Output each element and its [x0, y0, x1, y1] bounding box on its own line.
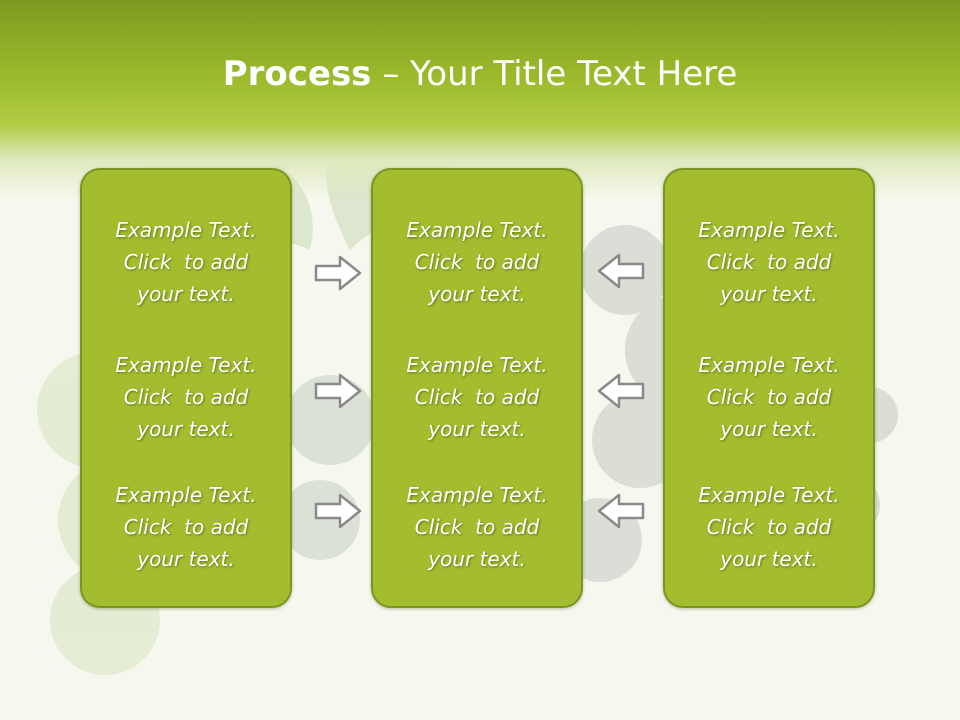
text-line: your text. [137, 282, 235, 306]
process-column-left[interactable]: Example Text. Click to add your text. Ex… [80, 168, 292, 608]
text-line: Click to add [414, 385, 540, 409]
text-line: Click to add [706, 250, 832, 274]
right-arrow-icon [314, 373, 362, 409]
text-line: Click to add [123, 515, 249, 539]
column-text-item[interactable]: Example Text. Click to add your text. [665, 349, 873, 445]
text-line: Example Text. [406, 353, 548, 377]
column-text-item[interactable]: Example Text. Click to add your text. [373, 214, 581, 310]
text-line: Click to add [706, 515, 832, 539]
text-line: Click to add [414, 250, 540, 274]
process-column-right[interactable]: Example Text. Click to add your text. Ex… [663, 168, 875, 608]
header-band [0, 0, 960, 200]
text-line: Example Text. [115, 353, 257, 377]
text-line: Example Text. [406, 218, 548, 242]
text-line: your text. [428, 417, 526, 441]
text-line: Click to add [414, 515, 540, 539]
text-line: Example Text. [698, 353, 840, 377]
text-line: your text. [720, 282, 818, 306]
right-arrow-icon [314, 255, 362, 291]
text-line: your text. [720, 547, 818, 571]
column-text-item[interactable]: Example Text. Click to add your text. [82, 214, 290, 310]
column-text-item[interactable]: Example Text. Click to add your text. [82, 349, 290, 445]
text-line: your text. [137, 547, 235, 571]
text-line: your text. [137, 417, 235, 441]
column-text-item[interactable]: Example Text. Click to add your text. [373, 479, 581, 575]
text-line: Click to add [123, 250, 249, 274]
column-text-item[interactable]: Example Text. Click to add your text. [373, 349, 581, 445]
text-line: your text. [428, 282, 526, 306]
left-arrow-icon [597, 493, 645, 529]
left-arrow-icon [597, 373, 645, 409]
text-line: your text. [428, 547, 526, 571]
column-text-item[interactable]: Example Text. Click to add your text. [82, 479, 290, 575]
text-line: Example Text. [698, 218, 840, 242]
text-line: Example Text. [115, 218, 257, 242]
right-arrow-icon [314, 493, 362, 529]
text-line: your text. [720, 417, 818, 441]
process-column-middle[interactable]: Example Text. Click to add your text. Ex… [371, 168, 583, 608]
title-rest: – Your Title Text Here [371, 54, 738, 94]
text-line: Example Text. [115, 483, 257, 507]
slide-title: Process – Your Title Text Here [0, 52, 960, 96]
column-text-item[interactable]: Example Text. Click to add your text. [665, 479, 873, 575]
title-bold: Process [222, 54, 372, 94]
left-arrow-icon [597, 253, 645, 289]
text-line: Click to add [706, 385, 832, 409]
column-text-item[interactable]: Example Text. Click to add your text. [665, 214, 873, 310]
text-line: Click to add [123, 385, 249, 409]
text-line: Example Text. [406, 483, 548, 507]
text-line: Example Text. [698, 483, 840, 507]
